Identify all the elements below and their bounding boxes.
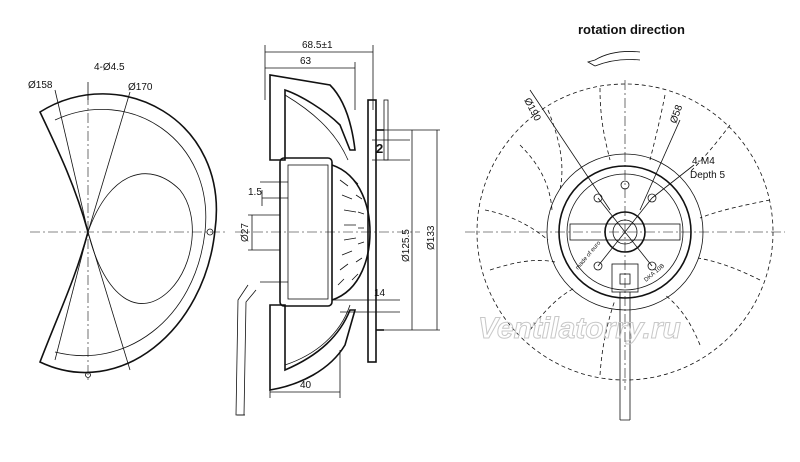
mount-hole-bottom [85,372,91,378]
watermark: Ventilatorry.ru [478,312,681,345]
dia-190-label: Ø190 [521,96,542,123]
front-view: rotation direction [465,22,785,421]
ring-inner-arc [87,173,193,304]
front-plate [367,99,377,363]
m4-hole-3 [593,261,603,271]
depth-label: Depth 5 [690,170,725,181]
impeller-blades [484,87,771,376]
ring-outer-arc [38,93,218,374]
side-view: 68.5±1 63 2 1.5 [235,40,440,416]
dim-2-label: 2 [376,141,383,156]
dim-68-label: 68.5±1 [302,40,333,51]
dia-133-label: Ø133 [426,225,437,250]
diag-2 [597,197,653,267]
dia-158-label: Ø158 [28,80,53,91]
leader-m4 [651,164,695,199]
dia-170-label: Ø170 [128,82,153,93]
hub-text-left: made of euro [575,240,603,271]
leader-58 [639,119,681,211]
leader-170-lower [87,231,131,371]
holes-label: 4-Ø4.5 [94,62,125,73]
rotation-direction-label: rotation direction [578,22,685,37]
rotor-dome [331,164,371,301]
front-cable [619,292,631,421]
blade-lower-back [269,304,357,391]
leader-158-lower [54,231,89,361]
leader-170 [87,91,131,233]
left-view: Ø158 4-Ø4.5 Ø170 [28,62,225,380]
dia-125-5-label: Ø125.5 [401,229,412,262]
dim-40-label: 40 [300,380,312,391]
dia-58-label: Ø58 [668,103,685,125]
leader-158 [54,89,89,233]
rotor-slots [337,177,365,286]
ring-mid-arc [54,109,207,357]
threads-label: 4-M4 [692,156,715,167]
hub-text-right: DKA 10B [643,263,666,283]
blade-upper-back [269,74,356,161]
blade-lower-curve [284,304,351,366]
dim-1-5-label: 1.5 [248,187,262,198]
blade-upper-curve [284,94,349,161]
m4-hole-2 [647,193,657,203]
m4-hole-4 [647,261,657,271]
rotation-arrow [586,51,641,67]
cable [235,284,257,416]
mount-hole [206,228,214,236]
dim-63-label: 63 [300,56,312,67]
leader-190 [529,89,611,211]
dim-14-label: 14 [374,288,386,299]
dia-27-label: Ø27 [240,223,251,242]
